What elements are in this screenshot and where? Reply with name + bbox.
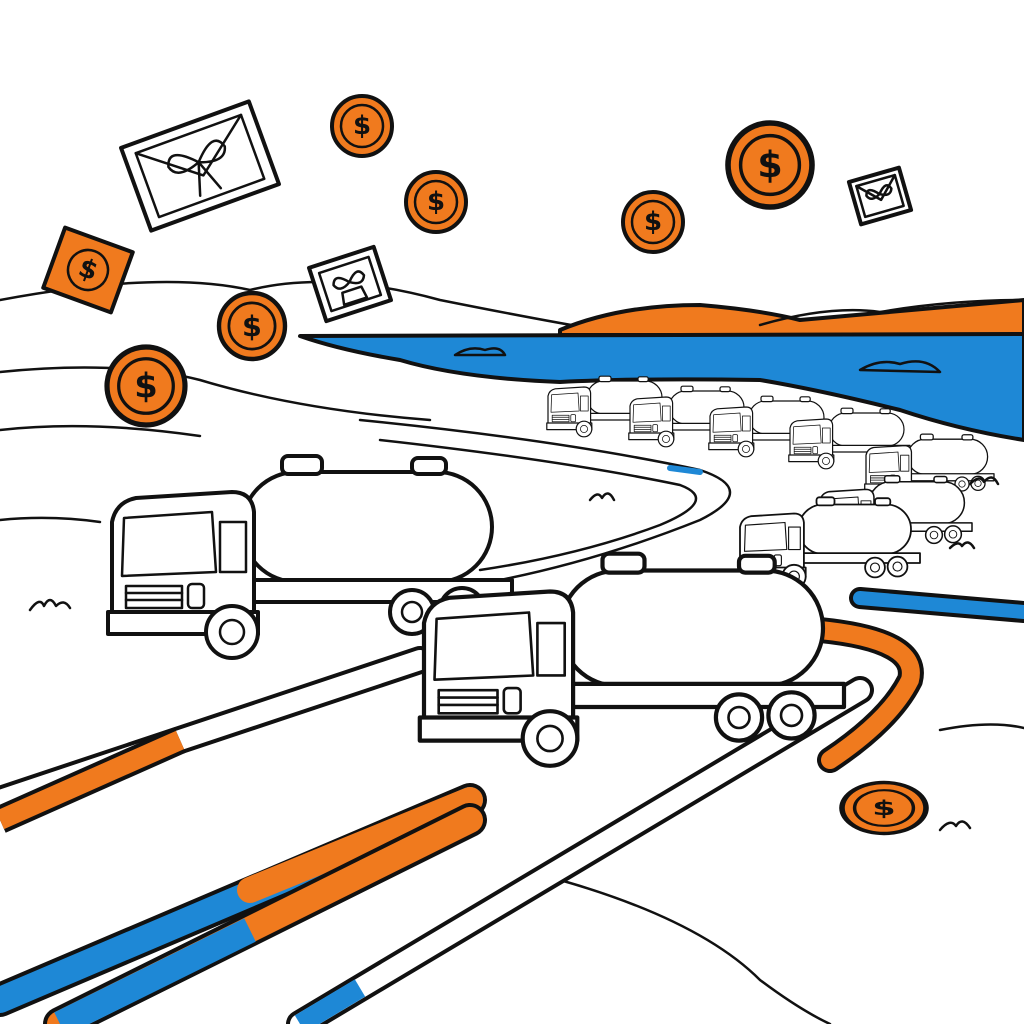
dollar-card-icon: $ <box>41 225 135 315</box>
cloud-reflection-1 <box>453 347 507 357</box>
grass-tuft <box>948 541 976 550</box>
svg-text:$: $ <box>242 309 262 343</box>
grass-tuft <box>28 598 72 612</box>
pipeline-icon <box>0 587 1024 1024</box>
svg-text:$: $ <box>872 796 895 820</box>
dollar-coin-icon: $ <box>219 293 285 359</box>
ground-line-1 <box>0 424 202 438</box>
gift-box-icon <box>119 99 281 233</box>
svg-text:$: $ <box>134 367 158 406</box>
svg-text:$: $ <box>644 207 662 237</box>
road-edge-outer <box>358 418 732 582</box>
grass-tuft <box>968 476 1000 486</box>
svg-text:$: $ <box>757 144 782 187</box>
dollar-coin-icon: $ <box>842 783 926 834</box>
grass-tuft <box>588 492 616 502</box>
dollar-coin-icon: $ <box>330 94 394 158</box>
distant-mountain-outline <box>758 298 1024 327</box>
ground-line-4 <box>558 878 832 1024</box>
ground-line-2 <box>0 516 102 524</box>
gift-box-icon <box>846 165 914 227</box>
ground-line-3 <box>938 723 1024 732</box>
road-edge-inner <box>378 438 698 572</box>
hill-line-mid <box>0 366 432 422</box>
grass-tuft <box>938 820 972 832</box>
dollar-coin-icon: $ <box>107 347 185 425</box>
svg-text:$: $ <box>427 187 445 217</box>
distant-mountain-orange <box>558 298 1024 337</box>
dollar-coin-icon: $ <box>404 170 468 234</box>
blue-lake <box>298 332 1024 442</box>
svg-text:$: $ <box>353 111 371 141</box>
road-lane-mark <box>667 465 703 475</box>
dollar-coin-icon: $ <box>621 190 685 254</box>
dollar-coin-icon: $ <box>728 123 812 207</box>
gift-box-icon <box>307 244 393 324</box>
cloud-reflection-2 <box>858 360 942 374</box>
